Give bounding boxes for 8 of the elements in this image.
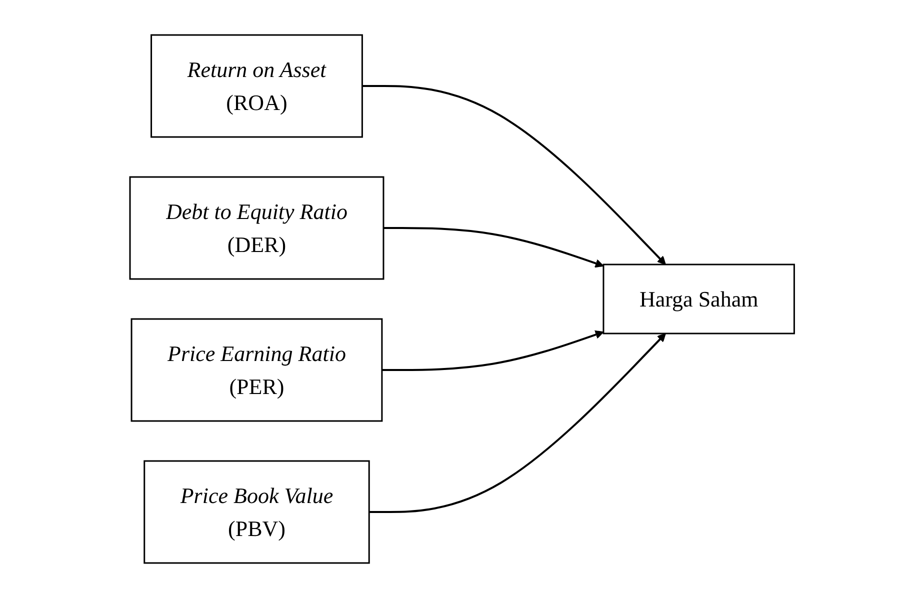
node-box: Harga Saham	[602, 264, 795, 334]
node-box: Price Book Value (PBV)	[144, 460, 370, 564]
node-box: Debt to Equity Ratio (DER)	[129, 176, 384, 280]
arrow	[383, 227, 604, 268]
arrow	[369, 333, 666, 513]
node-box: Price Earning Ratio (PER)	[130, 318, 383, 422]
arrow	[362, 85, 666, 265]
arrow	[382, 330, 604, 371]
